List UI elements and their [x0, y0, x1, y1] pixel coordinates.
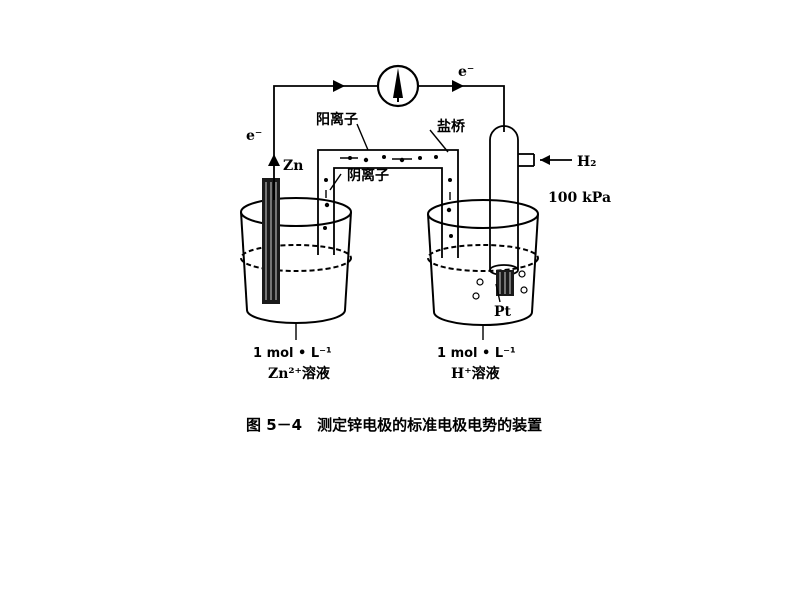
- label-left-concentration: 1 mol • L⁻¹: [253, 346, 332, 361]
- zinc-electrode: [262, 178, 280, 304]
- figure-caption: 图 5－4 测定锌电极的标准电极电势的装置: [246, 416, 542, 434]
- electron-flow-arrows: [268, 80, 464, 166]
- label-anion: 阴离子: [347, 167, 389, 184]
- label-electron-left: e⁻: [246, 128, 262, 144]
- label-left-solution: Zn²⁺溶液: [268, 365, 331, 382]
- bubbles: [472, 270, 528, 300]
- label-right-solution: H⁺溶液: [451, 365, 501, 382]
- label-salt-bridge: 盐桥: [437, 118, 466, 135]
- hydrogen-inlet-arrow: [540, 155, 572, 165]
- label-pt: Pt: [494, 304, 512, 320]
- label-right-concentration: 1 mol • L⁻¹: [437, 346, 516, 361]
- salt-bridge-tube: [317, 149, 459, 258]
- label-pressure: 100 kPa: [548, 190, 611, 206]
- platinum-plate: [496, 270, 514, 296]
- label-electron-top: e⁻: [458, 64, 474, 80]
- label-h2: H₂: [577, 154, 596, 170]
- label-cation: 阳离子: [316, 111, 358, 128]
- salt-bridge-ions: [323, 155, 453, 238]
- label-zn: Zn: [283, 158, 303, 174]
- label-leaders: [295, 123, 501, 340]
- right-beaker: [427, 199, 539, 326]
- hydrogen-electrode: [489, 125, 535, 276]
- galvanometer: [376, 64, 420, 108]
